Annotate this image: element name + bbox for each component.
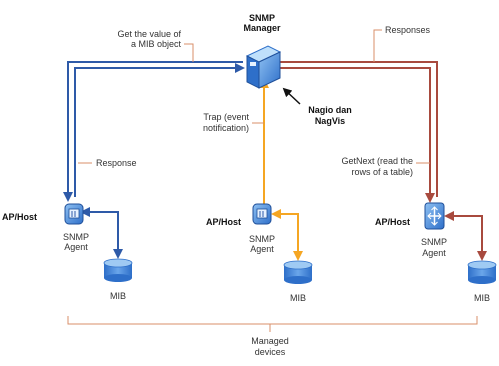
agent-icon-left [64,203,84,225]
agent-name-left-line1: SNMP [63,232,89,242]
host-label-left: AP/Host [2,212,37,222]
getnext-label-line2: rows of a table) [351,167,413,177]
mib-icon-left [103,258,133,282]
host-label-right: AP/Host [375,217,410,227]
annotation-line1: Nagio dan [308,105,352,115]
responses-label: Responses [385,25,431,35]
agent-icon-middle [252,203,272,225]
trap-label-line2: notification) [203,123,249,133]
get-value-label-line2: a MIB object [131,39,182,49]
host-label-middle: AP/Host [206,217,241,227]
red-connector-right [266,57,438,203]
agent-name-right-line1: SNMP [421,237,447,247]
blue-connector-left [63,61,245,202]
agent-name-left-line2: Agent [64,242,88,252]
trap-label-line1: Trap (event [203,112,249,122]
get-value-label-line1: Get the value of [117,29,181,39]
mib-label-left: MIB [110,291,126,301]
mib-icon-middle [283,260,313,284]
get-value-leader [184,43,194,62]
response-label: Response [96,158,137,168]
mib-icon-right [467,260,497,284]
mib-label-right: MIB [474,293,490,303]
annotation-line2: NagVis [315,116,345,126]
server-icon [245,45,282,89]
blue-agent-mib-line [80,207,123,259]
agent-name-middle-line1: SNMP [249,234,275,244]
managed-devices-line2: devices [255,347,286,357]
managed-devices-line1: Managed [251,336,289,346]
red-agent-mib-line [444,211,487,261]
managed-devices-bracket [67,316,478,332]
orange-agent-mib-line [271,209,303,261]
annotation-arrow [282,87,301,105]
mib-label-middle: MIB [290,293,306,303]
agent-name-middle-line2: Agent [250,244,274,254]
responses-leader [373,29,382,62]
manager-title-line1: SNMP [249,13,275,23]
agent-name-right-line2: Agent [422,248,446,258]
manager-title-line2: Manager [243,23,281,33]
getnext-label-line1: GetNext (read the [341,156,413,166]
agent-icon-right [424,202,445,230]
